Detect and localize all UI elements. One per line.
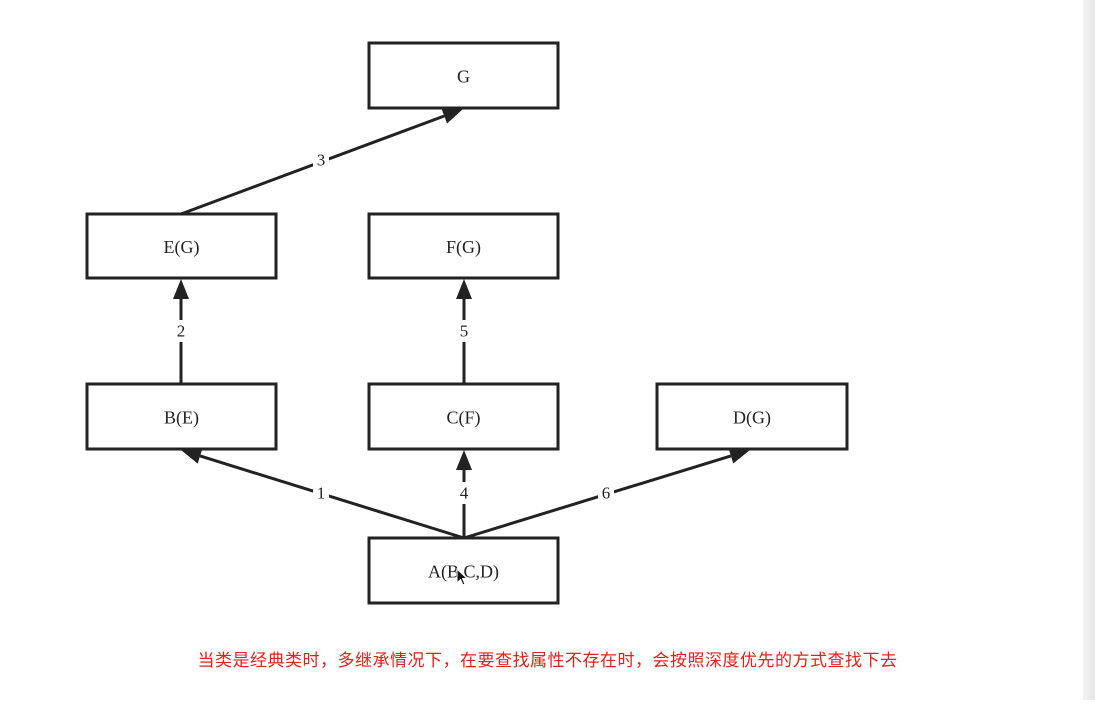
edge-e-g [180, 114, 445, 216]
node-label: G [457, 67, 470, 87]
edge-label-bg [598, 482, 614, 504]
class-node-e: E(G) [85, 212, 278, 280]
diagram-caption: 当类是经典类时，多继承情况下，在要查找属性不存在时，会按照深度优先的方式查找下去 [197, 651, 898, 671]
arrowhead-e-g [441, 108, 463, 124]
edge-label-bg [313, 482, 329, 504]
node-label: F(G) [446, 237, 481, 258]
edge-label-bg [456, 320, 472, 342]
edge-label-3: 3 [317, 151, 326, 170]
node-box [367, 536, 560, 605]
class-node-d: D(G) [655, 382, 849, 451]
class-node-c: C(F) [367, 382, 560, 451]
edge-a-b [199, 454, 465, 540]
node-label: D(G) [733, 408, 771, 429]
node-box [655, 382, 849, 451]
edge-a-d [463, 454, 732, 540]
node-box [367, 382, 560, 451]
arrowhead-a-b [181, 448, 203, 464]
edge-label-5: 5 [460, 322, 469, 341]
edge-label-1: 1 [317, 484, 326, 503]
edge-label-6: 6 [602, 484, 611, 503]
node-box [85, 382, 278, 451]
edge-label-2: 2 [177, 322, 186, 341]
arrowhead-c-f [456, 279, 472, 299]
node-box [367, 212, 560, 280]
edge-label-bg [173, 320, 189, 342]
node-label: A(B,C,D) [428, 562, 499, 583]
node-box [367, 41, 560, 110]
node-label: C(F) [446, 408, 480, 429]
arrowhead-a-c [456, 450, 472, 470]
class-node-b: B(E) [85, 382, 278, 451]
node-label: E(G) [164, 237, 200, 258]
window-edge-shade [1083, 0, 1095, 700]
arrowhead-b-e [173, 279, 189, 299]
mouse-cursor-icon [456, 568, 468, 586]
edge-label-bg [456, 482, 472, 504]
class-node-g: G [367, 41, 560, 110]
edge-label-bg [313, 149, 329, 171]
node-box [85, 212, 278, 280]
arrowhead-a-d [728, 448, 750, 464]
class-node-f: F(G) [367, 212, 560, 280]
node-label: B(E) [164, 408, 199, 429]
edge-label-4: 4 [460, 484, 469, 503]
class-node-a: A(B,C,D) [367, 536, 560, 605]
